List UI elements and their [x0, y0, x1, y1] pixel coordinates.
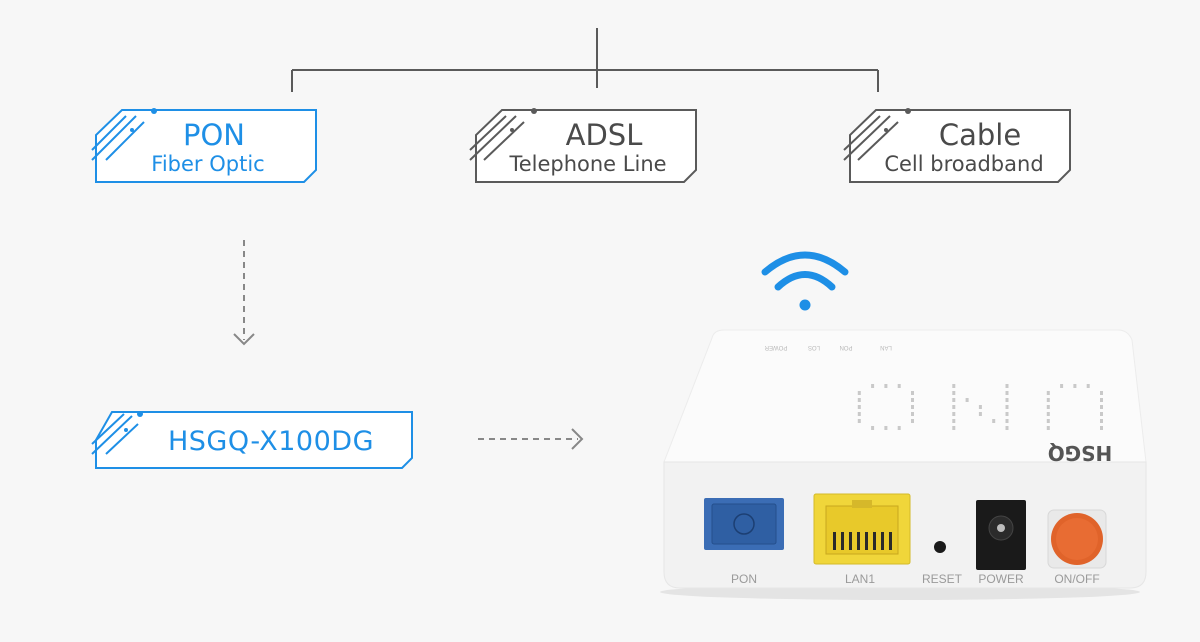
lan-port — [813, 493, 911, 565]
vent-dot — [857, 405, 861, 409]
port-label-reset: RESET — [922, 572, 963, 586]
vent-dot — [857, 398, 861, 402]
vent-dot — [1005, 391, 1009, 395]
vent-dot — [952, 405, 956, 409]
cable-title: Cable — [939, 118, 1021, 152]
cable-connection-box: Cable Cell broadband — [843, 108, 1071, 183]
pon-port — [704, 498, 784, 550]
lan-pin — [857, 532, 860, 550]
device-brand: HSGQ — [1048, 441, 1113, 465]
vent-dot — [1046, 419, 1050, 423]
vent-dot — [1073, 384, 1077, 388]
vent-dot — [911, 405, 914, 409]
lan-pin — [881, 532, 884, 550]
cable-subtitle: Cell broadband — [884, 152, 1043, 176]
vent-dot — [952, 391, 956, 395]
vent-dot — [1005, 384, 1009, 388]
vent-dot — [1046, 412, 1050, 416]
indicator-los: LOS — [808, 344, 820, 350]
wifi-icon — [761, 251, 849, 311]
vent-dot — [1100, 391, 1103, 395]
vent-dot — [1005, 412, 1009, 416]
vent-dot — [978, 412, 982, 416]
vent-dot — [952, 412, 956, 416]
vent-dot — [1046, 405, 1050, 409]
vent-dot — [1100, 405, 1103, 409]
port-label-onoff: ON/OFF — [1054, 572, 1099, 586]
vent-dot — [965, 398, 969, 402]
product-box: HSGQ-X100DG — [91, 411, 413, 469]
vent-dot — [952, 384, 956, 388]
vent-dot — [871, 426, 875, 430]
pon-connection-box: PON Fiber Optic — [91, 108, 317, 183]
vent-grille — [857, 384, 1103, 430]
lan-pin — [849, 532, 852, 550]
vent-dot — [1100, 419, 1103, 423]
vent-dot — [884, 426, 888, 430]
vent-dot — [911, 412, 914, 416]
indicator-lan: LAN — [880, 344, 892, 350]
vent-dot — [1100, 398, 1103, 402]
vent-dot — [1005, 426, 1009, 430]
lan-pin — [865, 532, 868, 550]
vent-dot — [1046, 391, 1050, 395]
pon-subtitle: Fiber Optic — [151, 152, 264, 176]
adsl-subtitle: Telephone Line — [508, 152, 666, 176]
vent-dot — [1046, 398, 1050, 402]
vent-dot — [978, 405, 982, 409]
vent-dot — [1086, 384, 1090, 388]
vent-dot — [871, 384, 875, 388]
lan-pin — [889, 532, 892, 550]
product-name: HSGQ-X100DG — [168, 426, 374, 457]
lan-pin — [841, 532, 844, 550]
vent-dot — [884, 384, 888, 388]
lan-pin — [873, 532, 876, 550]
power-switch[interactable] — [1047, 509, 1107, 569]
port-label-lan1: LAN1 — [845, 572, 875, 586]
vent-dot — [1060, 384, 1064, 388]
vent-dot — [952, 398, 956, 402]
indicator-pon: PON — [839, 344, 852, 350]
adsl-connection-box: ADSL Telephone Line — [469, 108, 697, 183]
vent-dot — [857, 391, 861, 395]
port-label-pon: PON — [731, 572, 757, 586]
vent-dot — [911, 391, 914, 395]
down-arrow — [233, 240, 255, 346]
port-label-power: POWER — [978, 572, 1024, 586]
pon-title: PON — [183, 118, 245, 152]
power-jack — [976, 500, 1026, 570]
reset-button[interactable] — [934, 541, 946, 553]
vent-dot — [857, 412, 861, 416]
vent-dot — [1100, 412, 1103, 416]
onu-device: LAN PON LOS POWER HSGQ PON LAN1 RESET — [660, 329, 1147, 600]
lan-pins — [833, 532, 892, 550]
vent-dot — [1005, 405, 1009, 409]
vent-dot — [1100, 426, 1103, 430]
vent-dot — [1046, 426, 1050, 430]
vent-dot — [992, 419, 996, 423]
indicator-labels: LAN PON LOS POWER — [764, 344, 892, 350]
indicator-power: POWER — [764, 344, 787, 350]
vent-dot — [952, 426, 956, 430]
adsl-title: ADSL — [566, 118, 643, 152]
vent-dot — [911, 419, 914, 423]
vent-dot — [897, 384, 901, 388]
vent-dot — [1005, 419, 1009, 423]
vent-dot — [952, 419, 956, 423]
vent-dot — [911, 398, 914, 402]
lan-pin — [833, 532, 836, 550]
tree-connector — [291, 28, 879, 92]
vent-dot — [1005, 398, 1009, 402]
vent-dot — [897, 426, 901, 430]
right-arrow — [478, 428, 584, 450]
vent-dot — [857, 419, 861, 423]
